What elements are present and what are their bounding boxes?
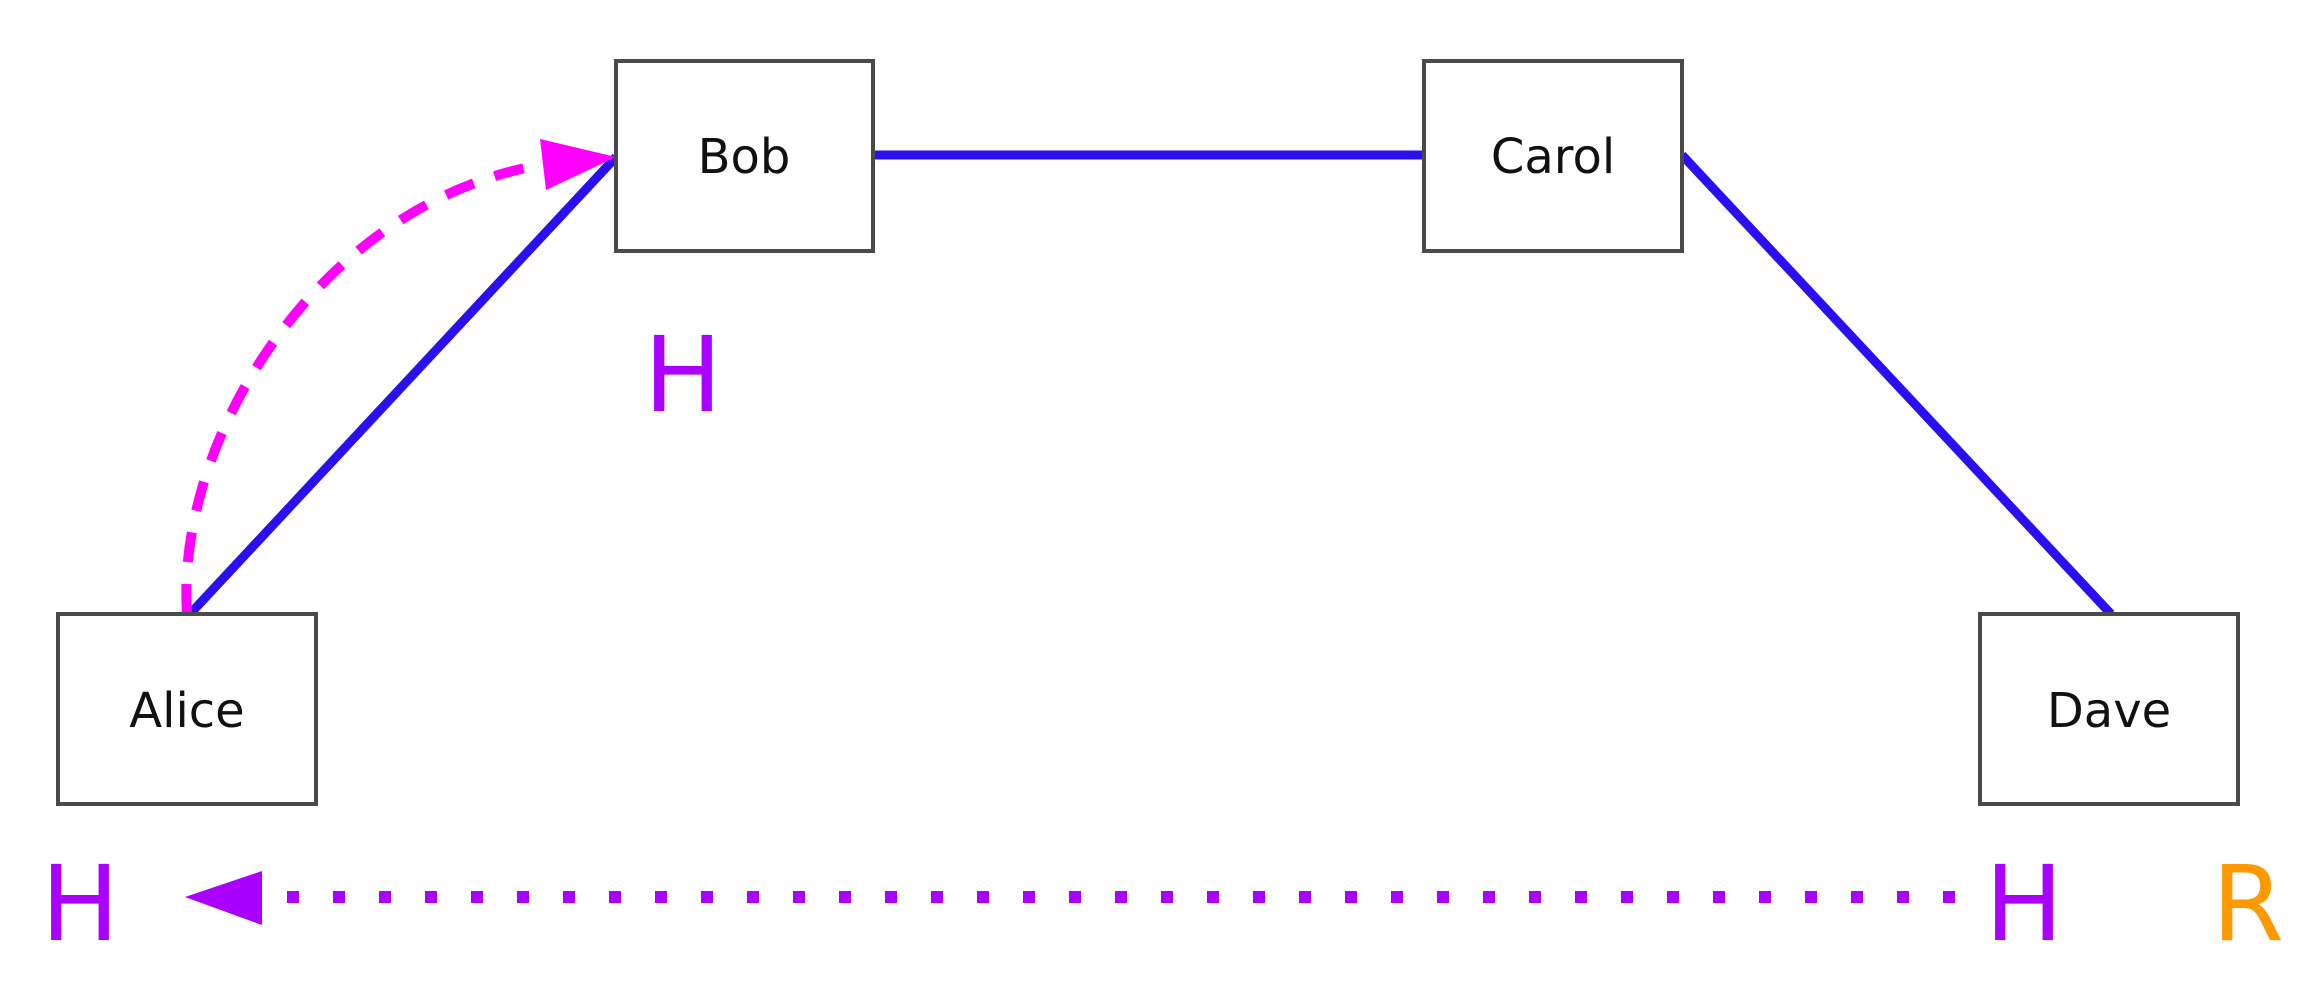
- node-bob-label: Bob: [698, 129, 791, 185]
- edge-carol-dave: [1678, 151, 2115, 618]
- bottom-left-h-marker: H: [41, 843, 119, 965]
- bob-h-marker: H: [644, 314, 722, 436]
- dotted-arrow-head: [185, 871, 262, 925]
- node-carol: Carol: [1422, 59, 1684, 253]
- node-bob: Bob: [614, 59, 875, 253]
- node-alice-label: Alice: [129, 683, 244, 739]
- bottom-right-h-marker: H: [1985, 843, 2063, 965]
- dashed-arrow-alice-to-bob: [181, 157, 561, 615]
- bottom-right-r-marker: R: [2212, 843, 2284, 965]
- dashed-arrow-head: [540, 139, 616, 190]
- node-alice: Alice: [56, 612, 318, 806]
- edge-alice-bob: [186, 153, 620, 618]
- node-carol-label: Carol: [1491, 129, 1615, 185]
- node-dave-label: Dave: [2047, 683, 2171, 739]
- node-dave: Dave: [1978, 612, 2240, 806]
